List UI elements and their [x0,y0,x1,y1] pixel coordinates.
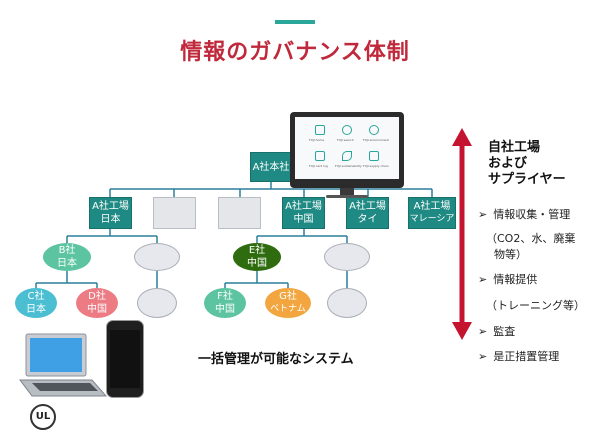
item-text: （トレーニング等） [486,299,585,312]
laptop-icon [19,333,108,397]
org-node-sublabel: 中国 [293,214,314,225]
item-text: 監査 [493,325,516,338]
monitor-illustration: FUJI home FUJI search FUJI environment F… [290,112,404,188]
monitor-stand [340,188,354,195]
globe-icon [369,125,379,135]
heading-line: サプライヤー [488,172,566,187]
item-text: （CO2、水、廃棄 [486,232,576,245]
truck-icon [369,151,379,161]
org-node-sublabel: 中国 [215,304,235,315]
ul-logo-icon: UL [30,404,56,430]
screen-label: FUJI sustainability [335,164,362,168]
org-level4-oval-empty [327,288,367,318]
org-node-sublabel: 日本 [26,304,46,315]
org-level3-oval-empty [134,243,180,271]
org-node-label: B社 [58,245,76,256]
system-caption: 一括管理が可能なシステム [198,352,354,367]
item-text: 物等） [494,248,527,261]
org-node-label: A社工場 [349,201,386,212]
item-text: 情報提供 [493,273,538,286]
leaf-icon [342,151,352,161]
screen-label: FUJI search [337,138,354,142]
org-node-label: A社工場 [285,201,322,212]
org-node-label: E社 [248,245,266,256]
bullet-icon: ➢ [478,325,488,338]
org-level3-oval-empty [324,243,370,271]
heading-line: および [488,156,528,171]
smartphone-icon [106,320,144,398]
right-panel-item: （トレーニング等） [486,297,585,313]
org-node-label: F社 [217,291,233,302]
screen-label: FUJI card log [309,164,328,168]
screen-label: FUJI home [309,138,325,142]
item-text: 情報収集・管理 [493,208,571,221]
screen-label: FUJI environment [363,138,389,142]
org-level2-node: A社工場 日本 [89,197,132,229]
bullet-icon: ➢ [478,273,488,286]
org-level4-oval: G社 ベトナム [265,288,311,318]
org-node-label: A社本社 [252,161,290,173]
heading-line: 自社工場 [488,140,541,155]
monitor-base [326,195,368,198]
org-level2-node-empty [218,197,261,229]
page-title: 情報のガバナンス体制 [180,40,410,65]
org-level3-oval: B社 日本 [43,243,91,271]
org-level4-oval: F社 中国 [204,288,246,318]
org-level2-node: A社工場 タイ [346,197,389,229]
org-node-sublabel: ベトナム [270,304,306,314]
smartphone-screen [110,330,140,388]
title-accent-bar [275,20,315,24]
right-panel-item: 物等） [494,246,527,262]
org-node-sublabel: 日本 [100,214,121,225]
right-panel-item: ➢ 是正措置管理 [478,348,559,364]
org-node-label: C社 [27,291,45,302]
org-level2-node: A社工場 マレーシア [408,197,456,229]
right-panel-item: （CO2、水、廃棄 [486,230,575,246]
bullet-icon: ➢ [478,350,488,363]
org-node-label: G社 [279,291,297,302]
org-level2-node: A社工場 中国 [282,197,325,229]
right-panel-item: ➢ 情報収集・管理 [478,206,570,222]
org-node-label: A社工場 [92,201,129,212]
org-node-label: A社工場 [413,201,451,212]
org-level3-oval: E社 中国 [233,243,281,271]
monitor-screen: FUJI home FUJI search FUJI environment F… [295,117,399,179]
org-level4-oval: C社 日本 [15,288,57,318]
right-panel-heading: 自社工場 および サプライヤー [488,140,566,188]
item-text: 是正措置管理 [493,350,560,363]
screen-label: FUJI supply chain [363,164,389,168]
org-level2-node-empty [153,197,196,229]
card-icon [315,151,325,161]
right-panel-item: ➢ 情報提供 [478,271,537,287]
org-node-sublabel: タイ [357,214,378,225]
org-level4-oval-empty [137,288,177,318]
org-level4-oval: D社 中国 [76,288,118,318]
org-node-label: D社 [88,291,106,302]
org-node-sublabel: 中国 [87,304,107,315]
right-panel-item: ➢ 監査 [478,323,515,339]
home-icon [315,125,325,135]
org-node-sublabel: 中国 [247,258,267,269]
org-node-sublabel: 日本 [57,258,77,269]
double-arrow-icon [452,128,472,340]
org-node-sublabel: マレーシア [409,214,455,224]
bullet-icon: ➢ [478,208,488,221]
search-icon [342,125,352,135]
org-root-node: A社本社 [250,152,292,182]
